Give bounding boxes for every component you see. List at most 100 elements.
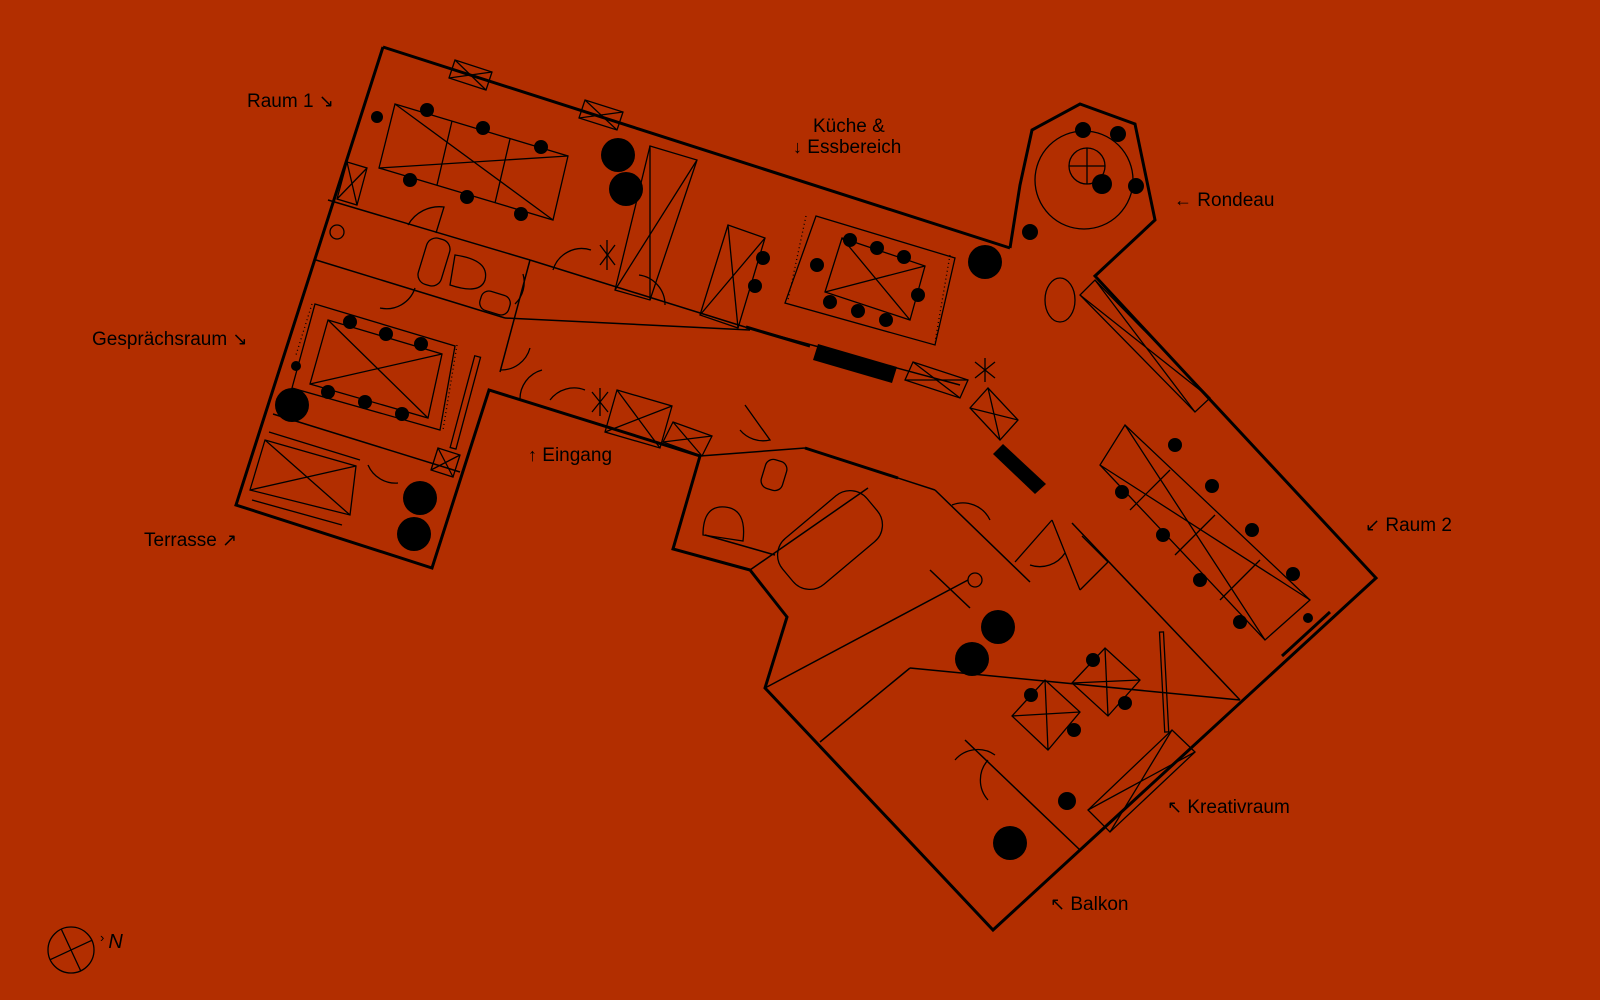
window-line: [745, 325, 811, 348]
arrow-icon: ↗: [222, 530, 238, 550]
wall-line: [327, 199, 531, 261]
plant: [955, 642, 989, 676]
label-gespraechsraum: Gesprächsraum ↘: [92, 329, 248, 350]
label-text: Terrasse: [144, 530, 217, 551]
chair: [1205, 479, 1219, 493]
wall-line: [315, 259, 506, 319]
plant: [601, 138, 635, 172]
label-raum-1: Raum 1 ↘: [247, 91, 334, 112]
compass-letter: N: [108, 931, 123, 953]
shelves-corridor: [336, 59, 1211, 833]
table-terrasse: [249, 431, 361, 526]
label-text: Eingang: [542, 445, 613, 466]
arrow-icon: ↖: [1050, 894, 1066, 914]
ceiling-fans: [591, 240, 996, 416]
plant: [403, 481, 437, 515]
wall-line: [764, 579, 969, 689]
chair: [1303, 613, 1313, 623]
label-text: Raum 1: [247, 91, 314, 112]
arrow-icon: ←: [1174, 190, 1192, 210]
table-kreativ-1: [1071, 647, 1141, 717]
chair: [870, 241, 884, 255]
wall-line: [819, 667, 911, 743]
arrow-icon: ↙: [1365, 515, 1381, 535]
compass-tick-icon: ›: [100, 930, 105, 945]
table-kreativ-2: [1011, 679, 1081, 751]
plant: [993, 826, 1027, 860]
chair: [1156, 528, 1170, 542]
label-text: Rondeau: [1197, 190, 1275, 211]
label-kueche-essbereich: Küche & ↓ Essbereich: [793, 116, 901, 158]
plant: [275, 388, 309, 422]
outer-walls: [234, 45, 1379, 933]
chair: [911, 288, 925, 302]
wall-line: [964, 739, 1081, 851]
chair: [843, 233, 857, 247]
chair: [1128, 178, 1144, 194]
chair: [403, 173, 417, 187]
tables: [249, 59, 1311, 833]
chair: [1022, 224, 1038, 240]
window-line: [1280, 610, 1332, 658]
chair: [1115, 485, 1129, 499]
arrow-icon: ↑: [528, 445, 537, 465]
chair: [1092, 174, 1112, 194]
plant: [609, 172, 643, 206]
partitions: [449, 354, 1170, 733]
wall-line: [749, 487, 869, 571]
wall-line: [529, 259, 746, 328]
compass-north-label: ›N: [100, 930, 123, 954]
arrow-icon: ↘: [318, 91, 334, 111]
chair: [756, 251, 770, 265]
label-text-line-1: Küche &: [813, 116, 885, 137]
arrow-icon: ↘: [232, 329, 248, 349]
arrow-icon: ↖: [1167, 797, 1183, 817]
chair: [514, 207, 528, 221]
wall-line: [699, 447, 806, 457]
doors: [367, 206, 1066, 801]
wall-line: [272, 413, 461, 473]
chair: [321, 385, 335, 399]
label-text: Kreativraum: [1187, 797, 1290, 818]
table-kueche: [784, 215, 956, 346]
north-compass-icon: [47, 926, 95, 974]
window-block: [993, 444, 1046, 494]
radiator-hatches: [295, 215, 951, 431]
chair: [379, 327, 393, 341]
chair: [343, 315, 357, 329]
wall-line: [704, 534, 776, 556]
label-kreativraum: ↖ Kreativraum: [1167, 797, 1290, 818]
label-text: Balkon: [1070, 894, 1129, 915]
chair: [1233, 615, 1247, 629]
label-raum-2: ↙ Raum 2: [1365, 515, 1452, 536]
window-line: [804, 446, 899, 480]
chair: [1245, 523, 1259, 537]
chair: [851, 304, 865, 318]
chair: [291, 361, 301, 371]
table-raum1: [378, 103, 569, 221]
chair: [1118, 696, 1132, 710]
chair: [371, 111, 383, 123]
wall-line: [934, 489, 1031, 583]
window-block: [813, 344, 897, 383]
cabinet-kueche: [614, 145, 766, 329]
wall-line: [499, 259, 531, 373]
plant: [397, 517, 431, 551]
plant: [981, 610, 1015, 644]
chair: [810, 258, 824, 272]
plant: [968, 245, 1002, 279]
wall-left-wing: [382, 45, 1011, 250]
wall-line: [1071, 522, 1241, 701]
chair: [1168, 438, 1182, 452]
chair: [1024, 688, 1038, 702]
bathroom-fixtures: [329, 224, 1076, 590]
label-rondeau: ← Rondeau: [1174, 190, 1274, 211]
table-gespraech: [291, 303, 456, 431]
chair: [358, 395, 372, 409]
wall-line: [504, 317, 751, 331]
label-terrasse: Terrasse ↗: [144, 530, 237, 551]
label-text: Raum 2: [1385, 515, 1452, 536]
chair: [534, 140, 548, 154]
